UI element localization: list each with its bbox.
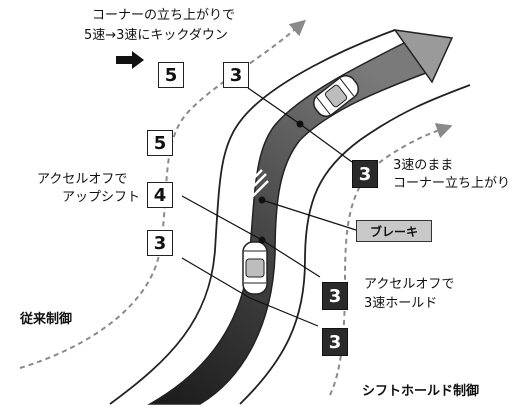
accel-off-label-2: アップシフト bbox=[62, 190, 141, 205]
accel-hold-label-1: アクセルオフで bbox=[364, 277, 455, 292]
keep3-label-1: 3速のまま bbox=[393, 158, 454, 173]
point-brake bbox=[258, 196, 266, 204]
car-upper bbox=[312, 75, 360, 117]
gear-box-top-left: 5 bbox=[158, 62, 184, 88]
road-outer-right-line bbox=[239, 84, 471, 405]
gear-box-right-keep: 3 bbox=[352, 160, 378, 188]
corner-exit-label-1: コーナーの立ち上がりで bbox=[92, 8, 236, 23]
point-upper bbox=[296, 120, 304, 128]
accel-hold-label-2: 3速ホールド bbox=[364, 296, 438, 311]
kickdown-arrow-icon bbox=[116, 51, 144, 69]
gear-box-left-top: 5 bbox=[147, 130, 173, 156]
conventional-control-label: 従来制御 bbox=[20, 312, 73, 327]
road-outer-left-line bbox=[109, 29, 396, 405]
corner-exit-label-2: 5速→3速にキックダウン bbox=[84, 28, 228, 43]
accel-off-label-1: アクセルオフで bbox=[37, 172, 128, 187]
car-lower bbox=[242, 241, 268, 295]
gear-box-right-hold: 3 bbox=[322, 282, 348, 310]
gear-box-top-right: 3 bbox=[223, 62, 249, 88]
lane-arrow-head bbox=[393, 29, 454, 84]
brake-label: ブレーキ bbox=[356, 220, 432, 242]
leader-lines bbox=[181, 87, 357, 327]
gear-box-right-bottom: 3 bbox=[322, 328, 348, 356]
shift-hold-control-label: シフトホールド制御 bbox=[362, 384, 480, 399]
keep3-label-2: コーナー立ち上がり bbox=[393, 176, 511, 191]
point-lower bbox=[258, 236, 266, 244]
gear-box-left-bottom: 3 bbox=[147, 230, 173, 256]
brake-hatch-marks bbox=[249, 169, 269, 198]
gear-box-left-mid: 4 bbox=[147, 182, 173, 208]
